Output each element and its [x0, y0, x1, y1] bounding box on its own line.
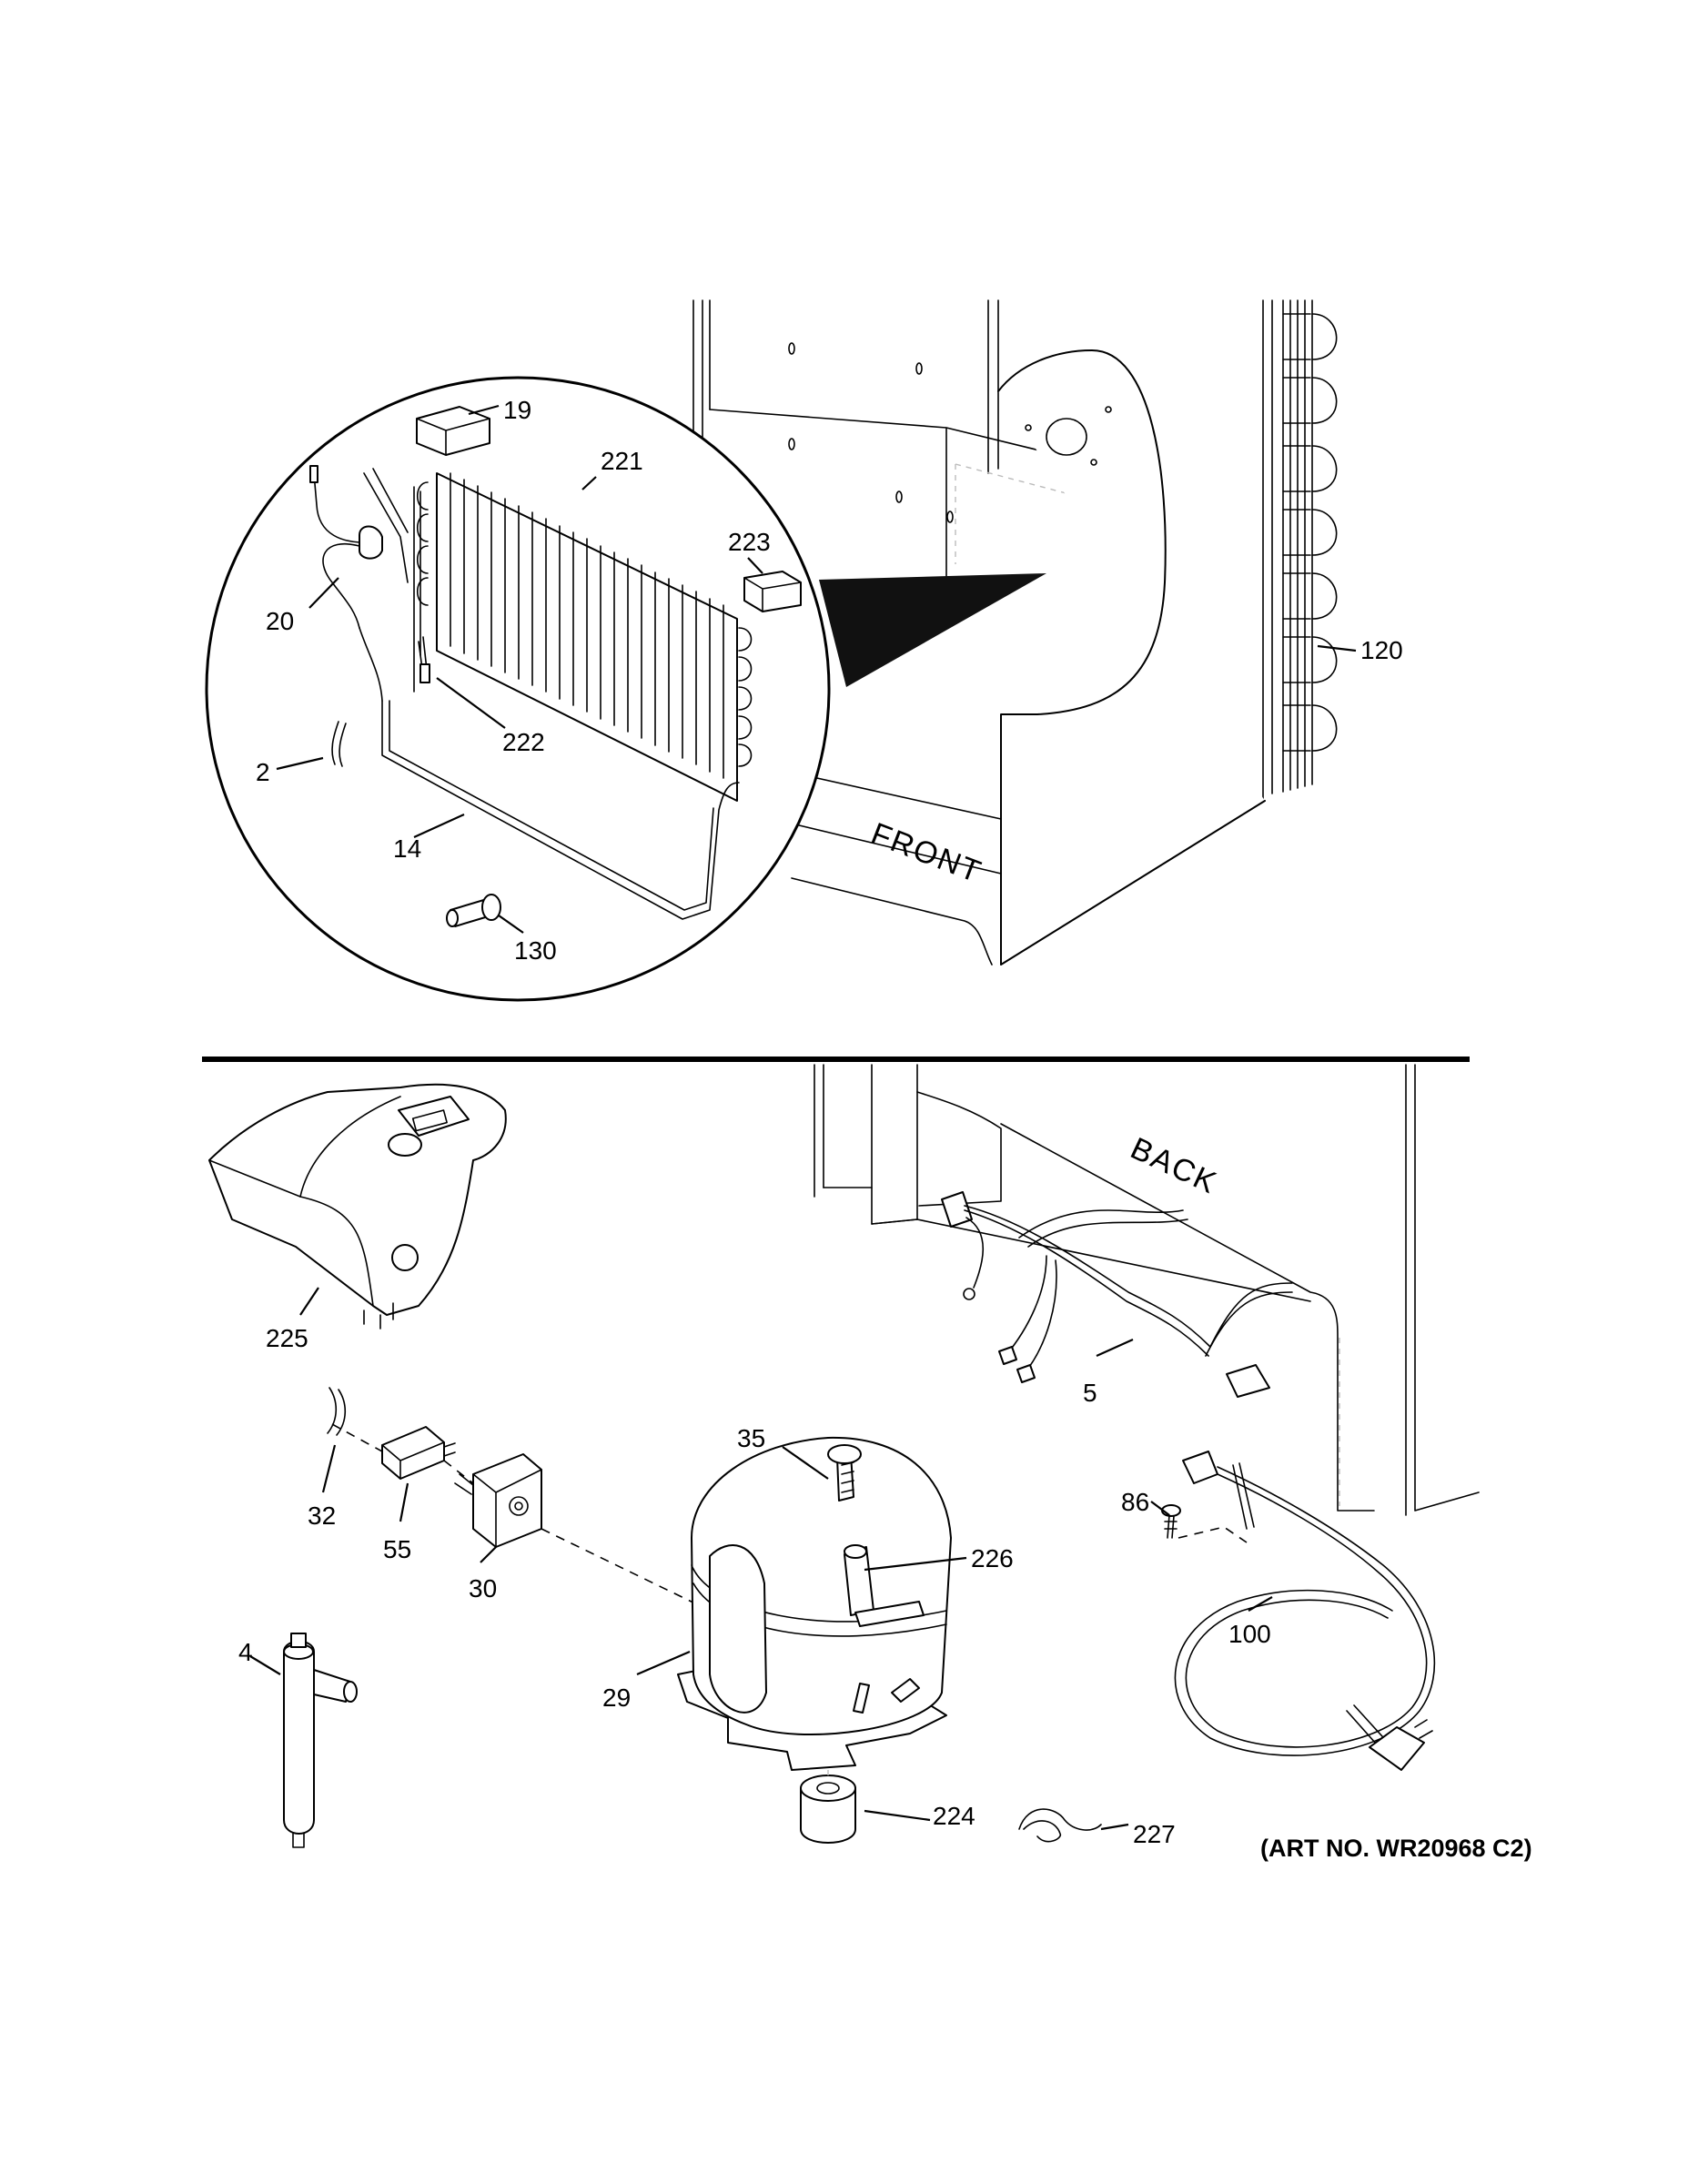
- label-100: 100: [1228, 1620, 1271, 1648]
- assembly-dash-line: [331, 1423, 702, 1607]
- label-221: 221: [601, 447, 643, 475]
- label-225: 225: [266, 1324, 308, 1352]
- label-30: 30: [469, 1574, 497, 1603]
- art-number: (ART NO. WR20968 C2): [1260, 1835, 1532, 1862]
- part-225-tank: [208, 1083, 507, 1330]
- cabinet-upper: [692, 299, 1273, 966]
- part-55-relay: [381, 1426, 456, 1480]
- part-130-screw: [446, 894, 501, 927]
- label-4: 4: [238, 1638, 253, 1666]
- part-32-clip: [327, 1387, 347, 1436]
- label-55: 55: [383, 1535, 411, 1563]
- label-19: 19: [503, 396, 531, 424]
- part-86-screw: [1161, 1504, 1248, 1543]
- label-29: 29: [602, 1684, 631, 1712]
- part-5-wire-harness: [941, 1191, 1293, 1398]
- label-120: 120: [1360, 636, 1403, 664]
- condenser-coil: [1282, 299, 1338, 793]
- front-label: FRONT: [866, 816, 986, 890]
- part-29-compressor: [677, 1436, 952, 1771]
- part-2-clip: [331, 721, 347, 767]
- part-227-clip: [1018, 1808, 1102, 1843]
- label-14: 14: [393, 834, 421, 863]
- inset-pointer-wedge: [819, 573, 1046, 687]
- part-20-sensor: [309, 465, 409, 702]
- label-32: 32: [308, 1502, 336, 1530]
- label-226: 226: [971, 1544, 1014, 1572]
- part-223-block: [743, 571, 802, 612]
- back-label: BACK: [1126, 1131, 1223, 1201]
- label-2: 2: [256, 758, 270, 786]
- cabinet-lower: [814, 1064, 1480, 1516]
- label-130: 130: [514, 936, 557, 965]
- label-224: 224: [933, 1802, 975, 1830]
- part-224-grommet: [800, 1770, 856, 1844]
- label-222: 222: [502, 728, 545, 756]
- label-5: 5: [1083, 1379, 1097, 1407]
- label-35: 35: [737, 1424, 765, 1452]
- label-20: 20: [266, 607, 294, 635]
- part-100-power-cord: [1174, 1451, 1436, 1771]
- part-4-drier: [283, 1633, 358, 1848]
- part-19-block: [416, 406, 490, 456]
- label-223: 223: [728, 528, 771, 556]
- part-30-overload: [454, 1453, 542, 1548]
- label-86: 86: [1121, 1488, 1149, 1516]
- part-14-drain-line: [381, 700, 740, 920]
- evaporator: [413, 472, 753, 802]
- label-227: 227: [1133, 1820, 1176, 1848]
